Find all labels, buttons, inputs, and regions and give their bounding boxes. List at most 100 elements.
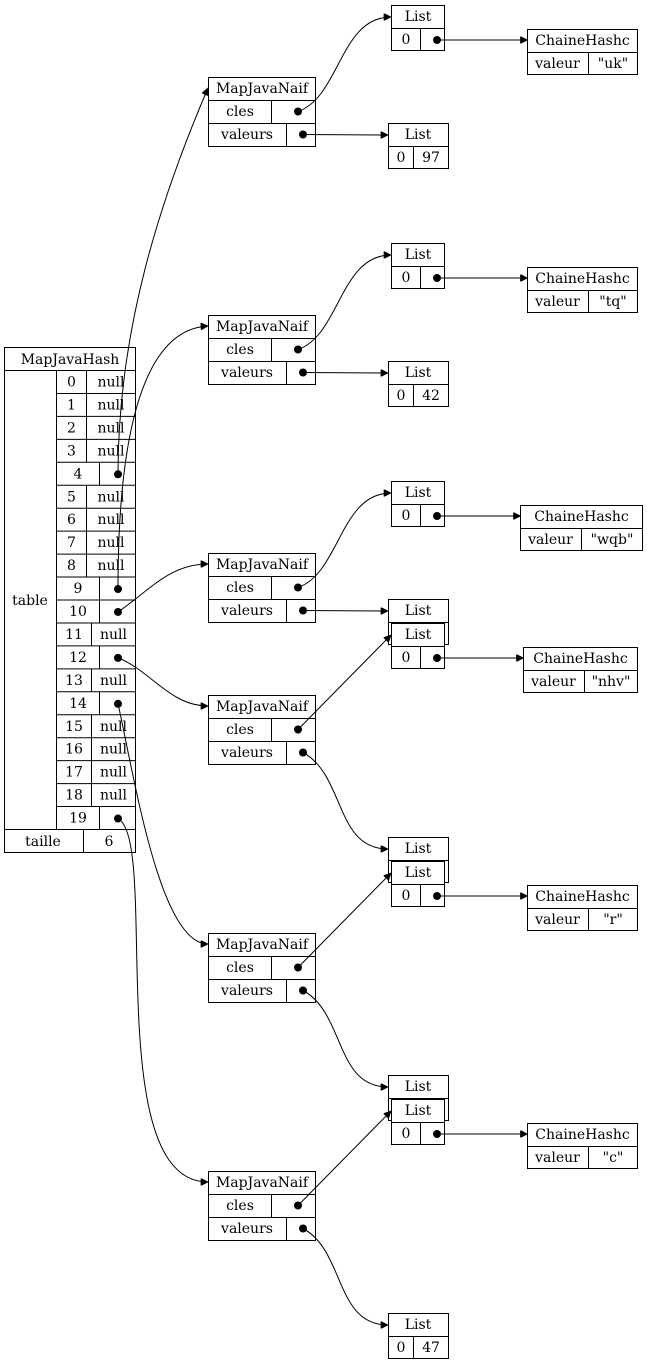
table-slot: 7 null <box>56 530 136 555</box>
keys-label: cles <box>226 1198 254 1214</box>
reference-arrow <box>297 17 391 112</box>
slot-value: null <box>98 558 126 574</box>
key-field-value: "wqb" <box>591 532 634 548</box>
slot-value: null <box>98 512 126 528</box>
table-slots: 0 null 1 null 2 null 3 null 4 5 null 6 null 7 null 8 nul… <box>56 370 136 830</box>
slot-index: 13 <box>65 673 83 689</box>
values-label: valeurs <box>220 603 273 619</box>
slot-index: 9 <box>74 581 83 597</box>
key-object-title: ChaineHashc <box>535 1127 630 1143</box>
size-value: 6 <box>105 834 114 850</box>
size-label: taille <box>25 834 61 850</box>
key-object-title: ChaineHashc <box>534 509 629 525</box>
slot-index: 7 <box>67 535 76 551</box>
reference-arrow <box>302 611 388 612</box>
map-java-hash-title: MapJavaHash <box>21 352 120 368</box>
key-field-label: valeur <box>534 912 580 928</box>
map-title: MapJavaNaif <box>216 557 310 573</box>
values-list-title: List <box>405 127 432 143</box>
keys-list-index: 0 <box>402 1126 411 1142</box>
values-list-title: List <box>405 365 432 381</box>
map-title: MapJavaNaif <box>216 1175 310 1191</box>
slot-index: 0 <box>67 375 76 391</box>
table-slot: 6 null <box>56 507 136 532</box>
reference-arrow <box>297 873 391 968</box>
keys-list-index: 0 <box>402 650 411 666</box>
reference-arrow <box>117 703 208 944</box>
key-field-label: valeur <box>534 294 580 310</box>
map-title: MapJavaNaif <box>216 319 310 335</box>
values-label: valeurs <box>220 127 273 143</box>
slot-index: 5 <box>67 489 76 505</box>
keys-label: cles <box>226 104 254 120</box>
values-label: valeurs <box>220 1221 273 1237</box>
keys-list-index: 0 <box>402 888 411 904</box>
slot-value: null <box>98 420 126 436</box>
table-slot: 11 null <box>56 622 136 646</box>
reference-arrow <box>302 135 388 136</box>
key-field-label: valeur <box>530 674 576 690</box>
reference-arrow <box>302 1228 388 1326</box>
slot-index: 4 <box>74 466 83 482</box>
keys-list-title: List <box>405 627 432 643</box>
reference-arrow <box>117 657 208 706</box>
keys-list-title: List <box>405 865 432 881</box>
key-object-title: ChaineHashc <box>535 889 630 905</box>
map-title: MapJavaNaif <box>216 699 310 715</box>
reference-edges <box>117 88 208 1182</box>
slot-index: 8 <box>67 558 76 574</box>
values-list-value: 42 <box>422 388 440 404</box>
reference-arrow <box>117 564 208 613</box>
slot-index: 2 <box>67 420 76 436</box>
slot-value: null <box>98 375 126 391</box>
slot-index: 19 <box>69 811 87 827</box>
table-slot: 4 <box>56 461 136 486</box>
keys-label: cles <box>226 722 254 738</box>
slot-index: 10 <box>69 604 87 620</box>
values-list-index: 0 <box>397 1340 406 1356</box>
slot-index: 6 <box>67 512 76 528</box>
table-slot: 1 null <box>56 392 136 417</box>
keys-list-index: 0 <box>402 32 411 48</box>
slot-index: 1 <box>67 397 76 413</box>
reference-arrow <box>297 493 391 588</box>
values-label: valeurs <box>220 745 273 761</box>
slot-value: null <box>100 742 128 758</box>
slot-index: 11 <box>65 627 83 643</box>
slot-value: null <box>100 765 128 781</box>
keys-list-title: List <box>405 1103 432 1119</box>
slot-index: 12 <box>69 650 87 666</box>
keys-label: cles <box>226 580 254 596</box>
key-object-title: ChaineHashc <box>533 651 628 667</box>
values-label: valeurs <box>220 365 273 381</box>
slot-value: null <box>98 397 126 413</box>
values-list-title: List <box>405 1317 432 1333</box>
values-list-title: List <box>405 603 432 619</box>
keys-list-title: List <box>405 9 432 25</box>
keys-label: cles <box>226 960 254 976</box>
key-field-value: "uk" <box>598 56 628 72</box>
values-list-value: 97 <box>422 150 440 166</box>
slot-value: null <box>98 535 126 551</box>
reference-arrow <box>302 990 388 1088</box>
key-object-title: ChaineHashc <box>535 271 630 287</box>
values-list-index: 0 <box>397 388 406 404</box>
table-slot: 2 null <box>56 415 136 440</box>
reference-arrow <box>302 373 388 374</box>
key-field-value: "c" <box>603 1150 624 1166</box>
values-list-title: List <box>405 841 432 857</box>
key-field-label: valeur <box>527 532 573 548</box>
map-title: MapJavaNaif <box>216 937 310 953</box>
slot-value: null <box>98 443 126 459</box>
slot-index: 3 <box>67 443 76 459</box>
slot-value: null <box>100 627 128 643</box>
